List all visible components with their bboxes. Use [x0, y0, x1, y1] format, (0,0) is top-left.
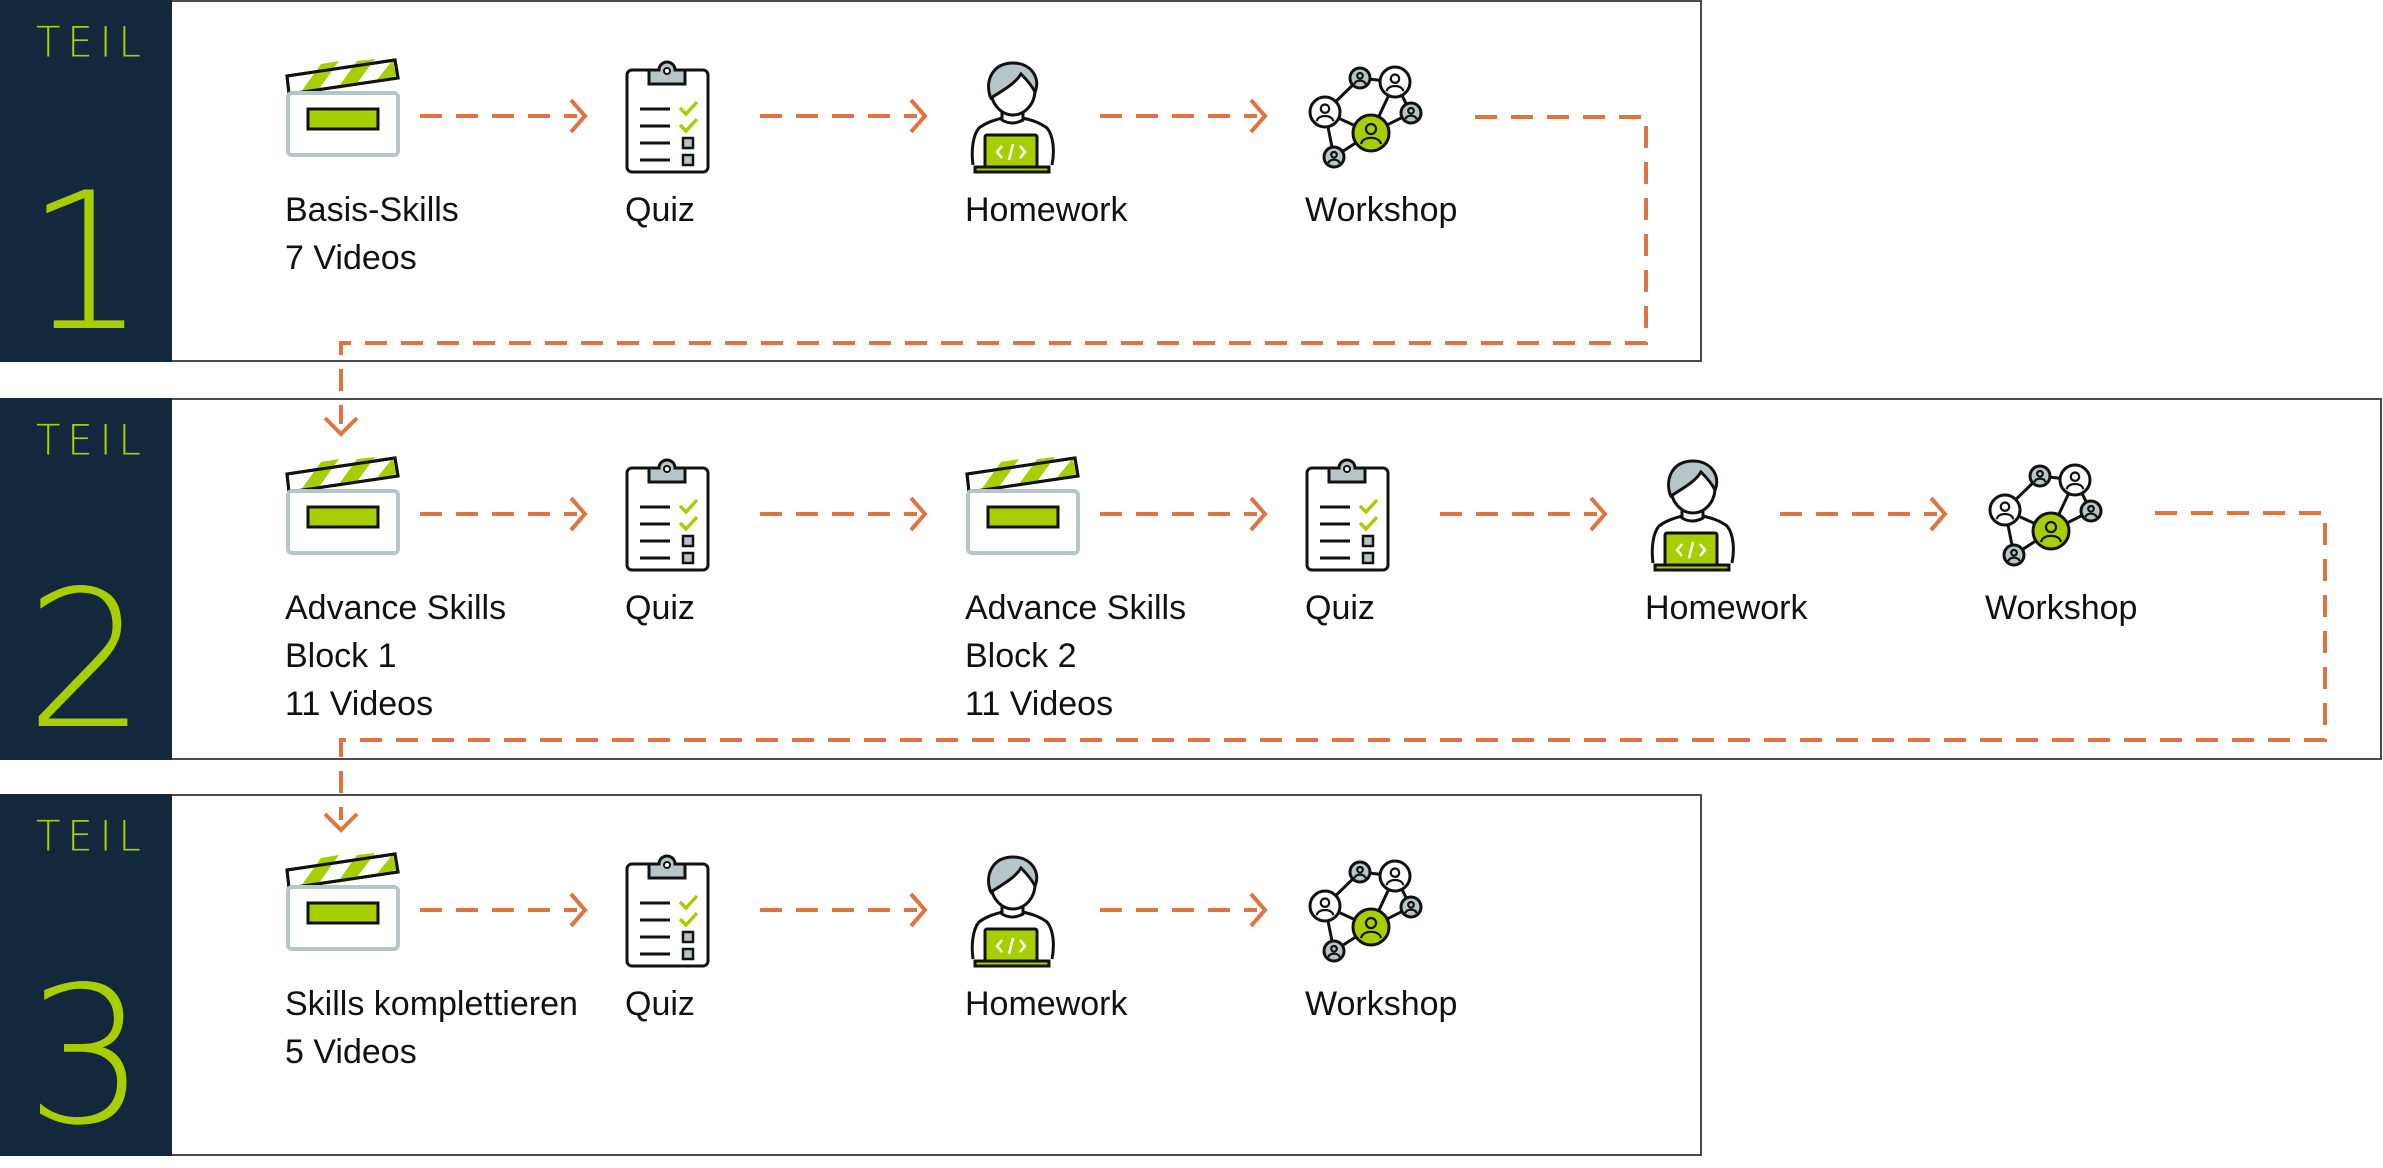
step-label: Basis-Skills 7 Videos: [285, 186, 459, 282]
step-title: Homework: [965, 985, 1128, 1023]
step-label: Homework: [965, 980, 1127, 1028]
clapper-top: [965, 456, 1080, 494]
step-label: Quiz: [625, 980, 695, 1028]
step-title: Quiz: [1305, 589, 1375, 627]
step-title: Quiz: [625, 985, 695, 1023]
step-label: Workshop: [1985, 584, 2137, 632]
step-title: Advance Skills: [285, 589, 507, 627]
part-1-panel: TEIL 1 Basis-Skills 7 Videos: [0, 0, 1702, 362]
step-title: Basis-Skills: [285, 191, 459, 229]
step-label: Quiz: [625, 584, 695, 632]
step-title: Homework: [1645, 589, 1808, 627]
step-label: Skills komplettieren 5 Videos: [285, 980, 578, 1076]
part-3-sidebar: TEIL 3: [0, 794, 172, 1156]
step-title: Quiz: [625, 589, 695, 627]
step-title: Workshop: [1985, 589, 2138, 627]
step-title: Homework: [965, 191, 1128, 229]
step-label: Homework: [1645, 584, 1807, 632]
step-detail: 5 Videos: [285, 1033, 417, 1071]
step-detail: Block 2: [965, 637, 1077, 675]
part-label: TEIL: [36, 18, 148, 68]
step-detail: Block 1: [285, 637, 397, 675]
step-title: Advance Skills: [965, 589, 1187, 627]
clapper-top: [285, 58, 400, 96]
part-number: 3: [25, 946, 147, 1167]
step-label: Quiz: [1305, 584, 1375, 632]
step-label: Workshop: [1305, 186, 1457, 234]
step-title: Skills komplettieren: [285, 985, 578, 1023]
step-title: Workshop: [1305, 191, 1458, 229]
part-number: 1: [25, 152, 147, 373]
part-number: 2: [25, 550, 147, 771]
clapper-top: [285, 456, 400, 494]
step-title: Workshop: [1305, 985, 1458, 1023]
part-label: TEIL: [36, 812, 148, 862]
part-3-panel: TEIL 3 Skills komplettieren 5 Videos: [0, 794, 1702, 1156]
step-label: Homework: [965, 186, 1127, 234]
part-label: TEIL: [36, 416, 148, 466]
step-detail: 7 Videos: [285, 239, 417, 277]
step-title: Quiz: [625, 191, 695, 229]
step-label: Quiz: [625, 186, 695, 234]
step-detail: 11 Videos: [965, 685, 1114, 723]
step-label: Workshop: [1305, 980, 1457, 1028]
part-2-sidebar: TEIL 2: [0, 398, 172, 760]
step-detail: 11 Videos: [285, 685, 434, 723]
clapper-top: [285, 852, 400, 890]
part-1-sidebar: TEIL 1: [0, 0, 172, 362]
